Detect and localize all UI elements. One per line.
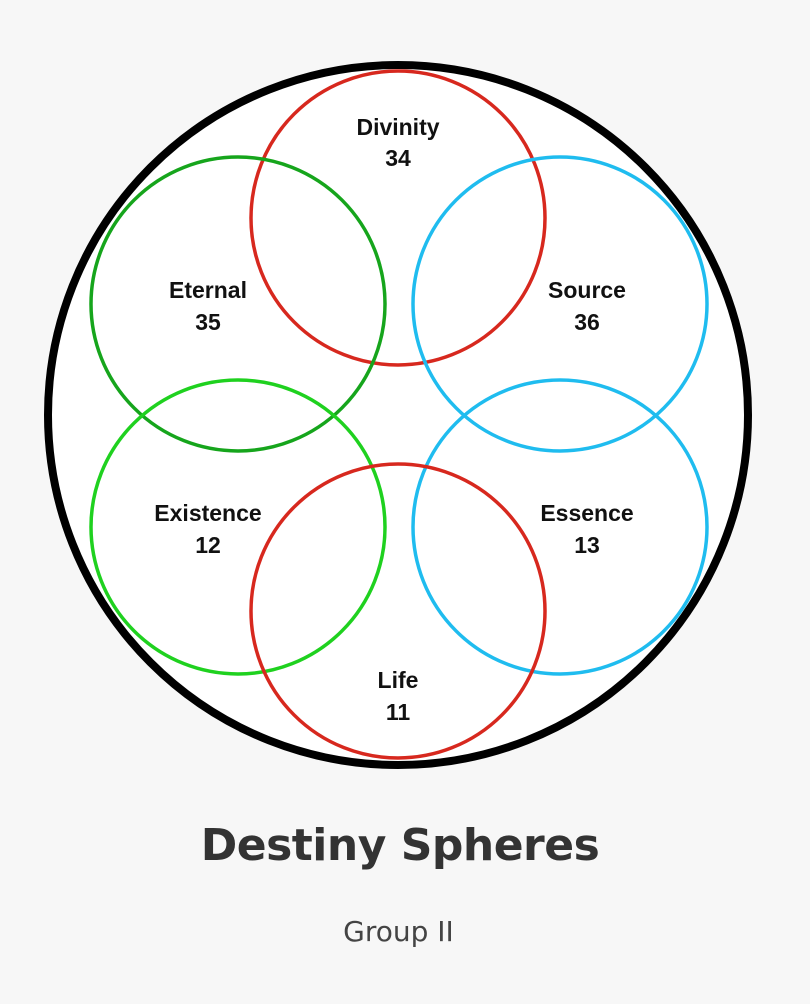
sphere-circle-source	[411, 155, 709, 453]
sphere-name-essence: Essence	[540, 500, 633, 526]
sphere-circle-eternal	[89, 155, 387, 453]
sphere-circle-divinity	[249, 69, 547, 367]
sphere-number-life: 11	[386, 699, 411, 725]
sphere-number-eternal: 35	[195, 309, 221, 335]
destiny-spheres-diagram: Divinity 34 Eternal 35 Source 36 Existen…	[44, 61, 752, 769]
sphere-circle-essence	[411, 378, 709, 676]
sphere-name-eternal: Eternal	[169, 277, 247, 303]
sphere-name-source: Source	[548, 277, 626, 303]
sphere-number-existence: 12	[195, 532, 221, 558]
sphere-circle-life	[249, 462, 547, 760]
sphere-circle-existence	[89, 378, 387, 676]
page-title: Destiny Spheres	[200, 820, 600, 871]
sphere-number-essence: 13	[574, 532, 600, 558]
page-subtitle: Group II	[343, 915, 454, 948]
sphere-number-source: 36	[574, 309, 600, 335]
outer-circle	[44, 61, 752, 769]
sphere-name-life: Life	[378, 667, 419, 693]
sphere-name-divinity: Divinity	[356, 114, 439, 140]
sphere-name-existence: Existence	[154, 500, 261, 526]
sphere-number-divinity: 34	[385, 145, 411, 171]
